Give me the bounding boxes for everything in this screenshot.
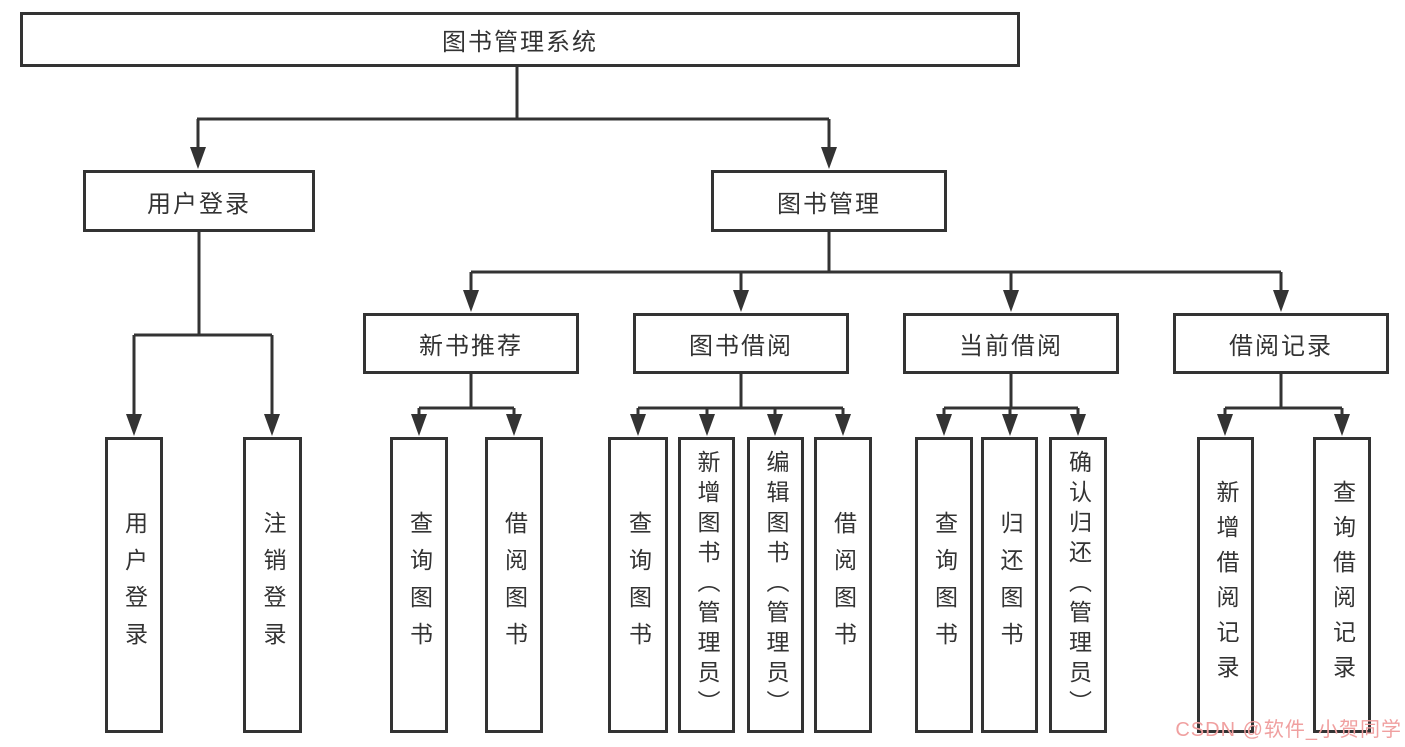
node-book-borrowing-label: 图书借阅 xyxy=(689,333,793,360)
node-user-login-label: 用户登录 xyxy=(147,190,251,218)
leaf-borrow-books-recommend-label: 借阅图书 xyxy=(501,511,528,659)
node-new-book-recommend-label: 新书推荐 xyxy=(419,333,523,360)
leaf-edit-book-admin-label: 编辑图书（管理员） xyxy=(763,450,789,720)
leaf-query-books-recommend-label: 查询图书 xyxy=(406,511,433,659)
node-library-system-label: 图书管理系统 xyxy=(442,29,598,56)
node-current-borrowing: 当前借阅 xyxy=(903,313,1119,374)
leaf-confirm-return-admin-label: 确认归还（管理员） xyxy=(1065,450,1092,720)
leaf-borrow-books-borrowing-label: 借阅图书 xyxy=(830,511,857,659)
leaf-add-borrow-record: 新增借阅记录 xyxy=(1197,437,1254,733)
leaf-return-books-label: 归还图书 xyxy=(997,511,1023,659)
leaf-add-borrow-record-label: 新增借阅记录 xyxy=(1213,480,1239,690)
node-current-borrowing-label: 当前借阅 xyxy=(959,333,1063,360)
node-borrowing-records-label: 借阅记录 xyxy=(1229,333,1333,360)
leaf-query-books-borrowing: 查询图书 xyxy=(608,437,668,733)
leaf-user-login-label: 用户登录 xyxy=(121,511,148,659)
leaf-query-books-current: 查询图书 xyxy=(915,437,973,733)
tree-edges xyxy=(132,67,1344,420)
node-library-system: 图书管理系统 xyxy=(20,12,1020,67)
leaf-query-books-borrowing-label: 查询图书 xyxy=(625,511,652,659)
leaf-user-login: 用户登录 xyxy=(105,437,163,733)
leaf-query-borrow-record-label: 查询借阅记录 xyxy=(1329,480,1356,690)
csdn-watermark: CSDN @软件_小贺同学 xyxy=(1175,719,1402,741)
leaf-add-book-admin: 新增图书（管理员） xyxy=(678,437,735,733)
node-borrowing-records: 借阅记录 xyxy=(1173,313,1389,374)
arrowheads xyxy=(126,147,1350,436)
leaf-add-book-admin-label: 新增图书（管理员） xyxy=(694,450,720,720)
leaf-query-books-current-label: 查询图书 xyxy=(931,511,958,659)
leaf-borrow-books-borrowing: 借阅图书 xyxy=(814,437,872,733)
leaf-query-borrow-record: 查询借阅记录 xyxy=(1313,437,1371,733)
leaf-confirm-return-admin: 确认归还（管理员） xyxy=(1049,437,1107,733)
leaf-edit-book-admin: 编辑图书（管理员） xyxy=(747,437,804,733)
leaf-return-books: 归还图书 xyxy=(981,437,1038,733)
node-new-book-recommend: 新书推荐 xyxy=(363,313,579,374)
leaf-query-books-recommend: 查询图书 xyxy=(390,437,448,733)
node-book-management: 图书管理 xyxy=(711,170,947,232)
node-user-login: 用户登录 xyxy=(83,170,315,232)
node-book-borrowing: 图书借阅 xyxy=(633,313,849,374)
node-book-management-label: 图书管理 xyxy=(777,190,881,218)
leaf-logout: 注销登录 xyxy=(243,437,302,733)
leaf-logout-label: 注销登录 xyxy=(260,511,286,659)
leaf-borrow-books-recommend: 借阅图书 xyxy=(485,437,543,733)
